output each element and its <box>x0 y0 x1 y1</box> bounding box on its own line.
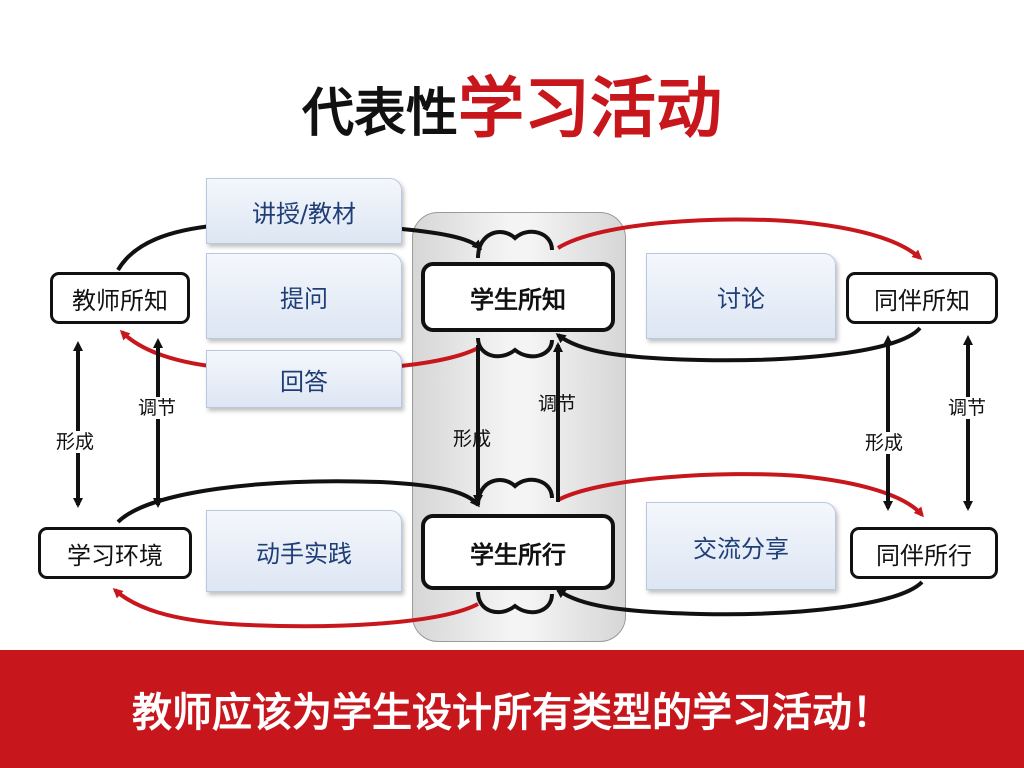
activity-answering: 回答 <box>206 350 402 408</box>
arrow-student-knows-loop <box>476 229 554 259</box>
arrow-peer-to-student-does <box>555 580 924 617</box>
node-peer-does: 同伴所行 <box>850 527 998 579</box>
activity-discussion: 讨论 <box>646 253 836 339</box>
node-peer-knows: 同伴所知 <box>846 272 998 324</box>
arrow-student-does-to-environment <box>112 587 479 629</box>
label-center-regulate: 调节 <box>538 393 577 415</box>
label-center-form: 形成 <box>453 428 492 450</box>
arrow-student-does-loop <box>476 477 554 506</box>
label-right-form: 形成 <box>864 432 905 454</box>
arrow-student-to-peer-knows <box>556 217 923 261</box>
activity-sharing: 交流分享 <box>646 502 836 590</box>
arrow-student-to-peer-does <box>557 472 924 518</box>
conclusion-text: 教师应该为学生设计所有类型的学习活动！ <box>132 690 892 736</box>
title-highlight: 学习活动 <box>458 70 722 147</box>
label-left-regulate: 调节 <box>137 397 178 419</box>
title-prefix: 代表性 <box>301 84 458 144</box>
node-student-knows: 学生所知 <box>421 262 615 332</box>
conclusion-banner: 教师应该为学生设计所有类型的学习活动！ <box>0 650 1024 768</box>
activity-questioning: 提问 <box>206 253 402 339</box>
label-right-regulate: 调节 <box>947 397 988 419</box>
node-teacher-knows: 教师所知 <box>50 272 190 324</box>
label-left-form: 形成 <box>55 431 96 453</box>
slide-title: 代表性学习活动 <box>0 55 1024 151</box>
activity-lecture: 讲授/教材 <box>206 178 402 244</box>
node-student-does: 学生所行 <box>421 514 615 590</box>
activity-hands-on: 动手实践 <box>206 510 402 592</box>
arrow-student-knows-bottom-loop <box>476 337 554 359</box>
arrow-student-does-bottom-loop <box>476 591 554 615</box>
node-environment: 学习环境 <box>38 527 192 579</box>
